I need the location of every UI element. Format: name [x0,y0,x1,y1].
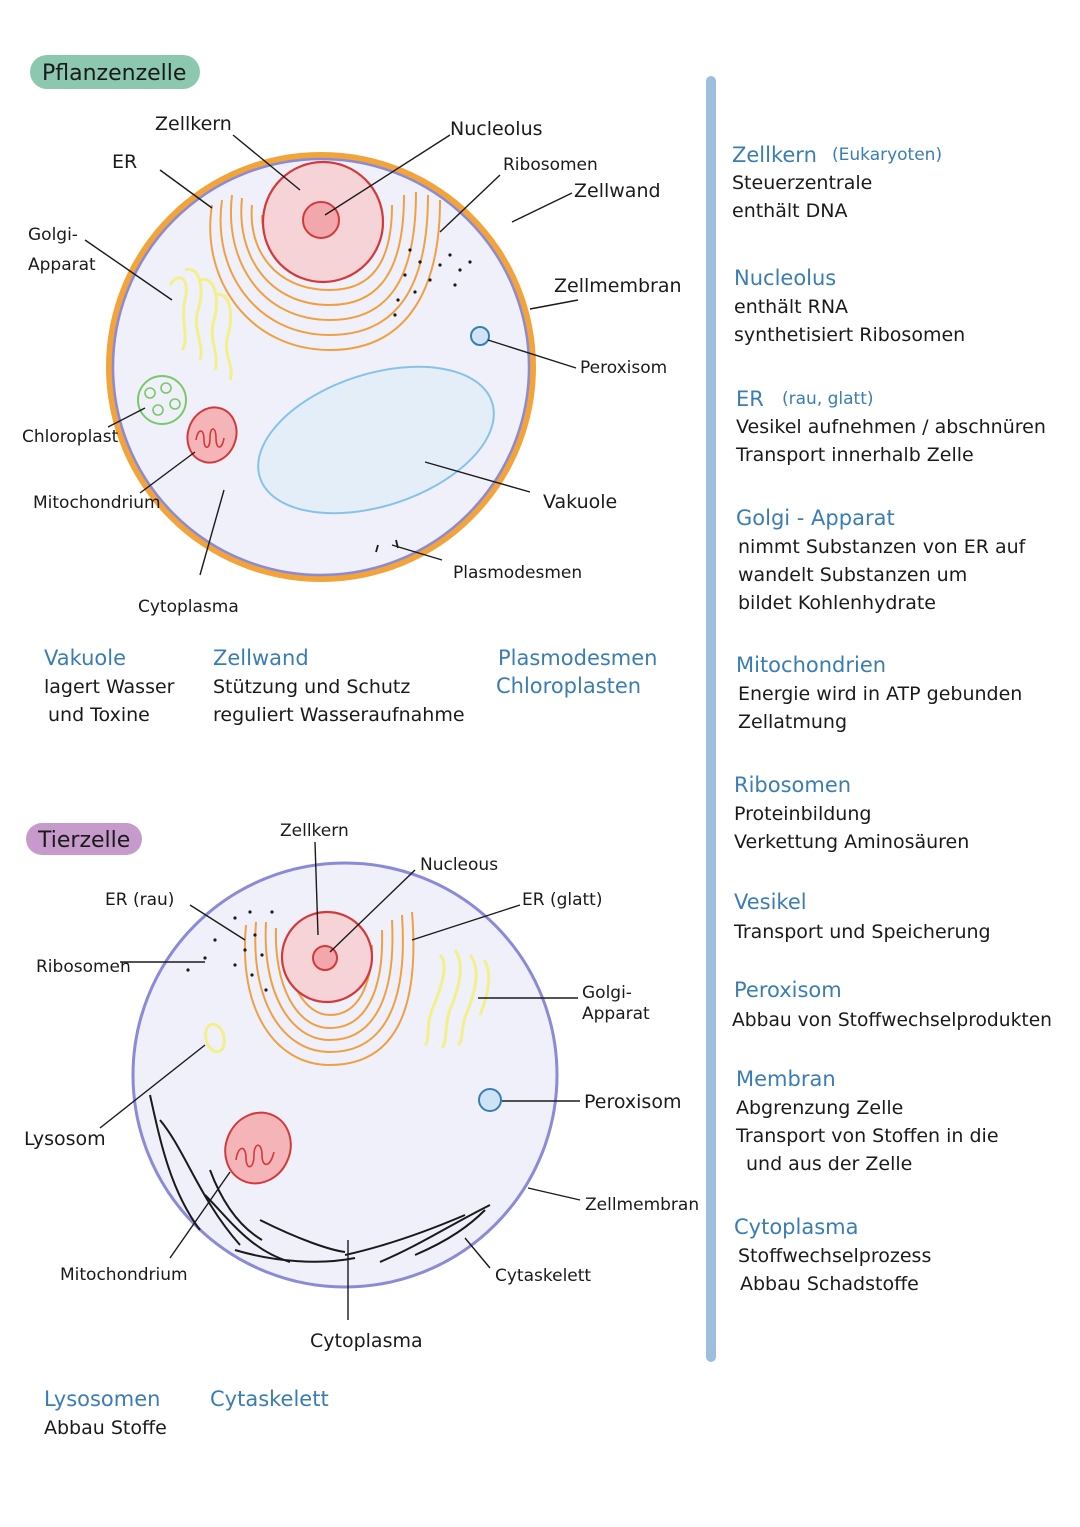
plant-label-zellkern: Zellkern [155,113,232,135]
plant-note-plasmodesmen-head: Plasmodesmen [498,646,658,670]
plant-leader-lines [84,134,579,576]
animal-cytoskeleton [149,1094,491,1263]
glossary-8-line1: Abgrenzung Zelle [736,1097,903,1119]
plant-mitochondrium [186,406,238,464]
plant-note-zellwand-line2: reguliert Wasseraufnahme [213,704,465,726]
plant-note-zellwand-head: Zellwand [213,646,309,670]
glossary-4-line2: Zellatmung [738,711,847,733]
animal-note-cytaskelett-head: Cytaskelett [210,1387,329,1411]
animal-title-pill [26,823,142,855]
glossary-5-head: Ribosomen [734,773,851,797]
plant-label-cytoplasma: Cytoplasma [138,597,239,617]
glossary-1-head: Nucleolus [734,266,836,290]
glossary: Zellkern (Eukaryoten) Steuerzentrale ent… [732,143,1052,1295]
glossary-0-line2: enthält DNA [732,200,847,222]
glossary-2-line1: Vesikel aufnehmen / abschnüren [736,416,1046,438]
animal-label-peroxisom: Peroxisom [584,1091,681,1113]
glossary-6-head: Vesikel [734,890,807,914]
glossary-9-line2: Abbau Schadstoffe [740,1273,919,1295]
glossary-6-line1: Transport und Speicherung [733,921,991,943]
glossary-3-line3: bildet Kohlenhydrate [738,592,936,614]
plant-label-zellwand: Zellwand [574,180,661,202]
glossary-3-line2: wandelt Substanzen um [738,564,967,586]
glossary-9-line1: Stoffwechselprozess [738,1245,931,1267]
plant-title: Pflanzenzelle [42,61,186,86]
plant-label-peroxisom: Peroxisom [580,358,667,378]
plant-note-chloroplasten-head: Chloroplasten [496,674,641,698]
glossary-5-line1: Proteinbildung [734,803,871,825]
animal-title: Tierzelle [37,828,130,853]
animal-label-zellkern: Zellkern [280,821,349,841]
glossary-8-line2: Transport von Stoffen in die [735,1125,999,1147]
animal-label-golgi-1: Golgi- [582,983,632,1003]
glossary-8-head: Membran [736,1067,836,1091]
animal-cell: Tierzelle [24,821,699,1439]
plant-label-plasmodesmen: Plasmodesmen [453,563,582,583]
plant-cell: Pflanzenzelle [22,55,682,726]
animal-label-nucleolus: Nucleous [420,855,498,875]
plant-note-vakuole-line1: lagert Wasser [44,676,175,698]
plant-label-mitochondrium: Mitochondrium [33,493,161,513]
animal-note-lysosomen-line1: Abbau Stoffe [44,1417,167,1439]
plant-label-zellmembran: Zellmembran [554,275,682,297]
glossary-0-paren: (Eukaryoten) [832,145,942,165]
glossary-2-line2: Transport innerhalb Zelle [735,444,974,466]
glossary-1-line2: synthetisiert Ribosomen [734,324,965,346]
plant-note-vakuole-head: Vakuole [44,646,126,670]
animal-label-cytaskelett: Cytaskelett [495,1266,591,1286]
animal-label-golgi-2: Apparat [582,1004,650,1024]
glossary-4-head: Mitochondrien [736,653,886,677]
glossary-5-line2: Verkettung Aminosäuren [734,831,969,853]
plant-label-nucleolus: Nucleolus [450,118,543,140]
animal-label-lysosom: Lysosom [24,1128,106,1150]
glossary-3-line1: nimmt Substanzen von ER auf [738,536,1027,558]
animal-label-er-glatt: ER (glatt) [522,890,602,910]
plant-vacuole [257,365,495,515]
animal-label-zellmembran: Zellmembran [585,1195,699,1215]
glossary-2-head: ER [736,387,764,411]
animal-peroxisome [478,1088,502,1112]
plant-note-zellwand-line1: Stützung und Schutz [213,676,410,698]
glossary-0-head: Zellkern [732,143,817,167]
glossary-4-line1: Energie wird in ATP gebunden [738,683,1022,705]
plant-label-vakuole: Vakuole [543,491,617,513]
plant-label-golgi-2: Apparat [28,255,96,275]
glossary-7-line1: Abbau von Stoffwechselprodukten [732,1009,1052,1031]
animal-cell-membrane [131,861,559,1289]
animal-note-lysosomen-head: Lysosomen [44,1387,160,1411]
plant-label-er: ER [112,151,137,173]
glossary-8-line3: und aus der Zelle [746,1153,912,1175]
glossary-3-head: Golgi - Apparat [736,506,895,530]
animal-label-mitochondrium: Mitochondrium [60,1265,188,1285]
plant-chloroplast [137,375,187,425]
animal-label-ribosomen: Ribosomen [36,957,131,977]
plant-note-vakuole-line2: und Toxine [48,704,150,726]
animal-mitochondrium [224,1111,292,1185]
plant-nucleolus [302,201,340,239]
plant-label-ribosomen: Ribosomen [503,155,598,175]
plant-ribosomes [393,248,472,317]
animal-ribosomes [186,910,274,992]
animal-lysosome [204,1022,226,1054]
plant-label-chloroplast: Chloroplast [22,427,119,447]
column-divider [706,76,716,1362]
glossary-7-head: Peroxisom [734,978,842,1002]
animal-golgi [423,949,491,1049]
plant-label-golgi-1: Golgi- [28,225,78,245]
animal-label-cytoplasma: Cytoplasma [310,1330,423,1352]
glossary-0-line1: Steuerzentrale [732,172,872,194]
animal-label-er-rau: ER (rau) [105,890,174,910]
plant-title-pill [30,55,200,89]
glossary-9-head: Cytoplasma [734,1215,858,1239]
plant-peroxisome [470,326,490,346]
glossary-1-line1: enthält RNA [734,296,848,318]
glossary-2-paren: (rau, glatt) [782,389,874,409]
animal-leader-lines [99,841,581,1320]
plant-golgi [168,267,233,381]
